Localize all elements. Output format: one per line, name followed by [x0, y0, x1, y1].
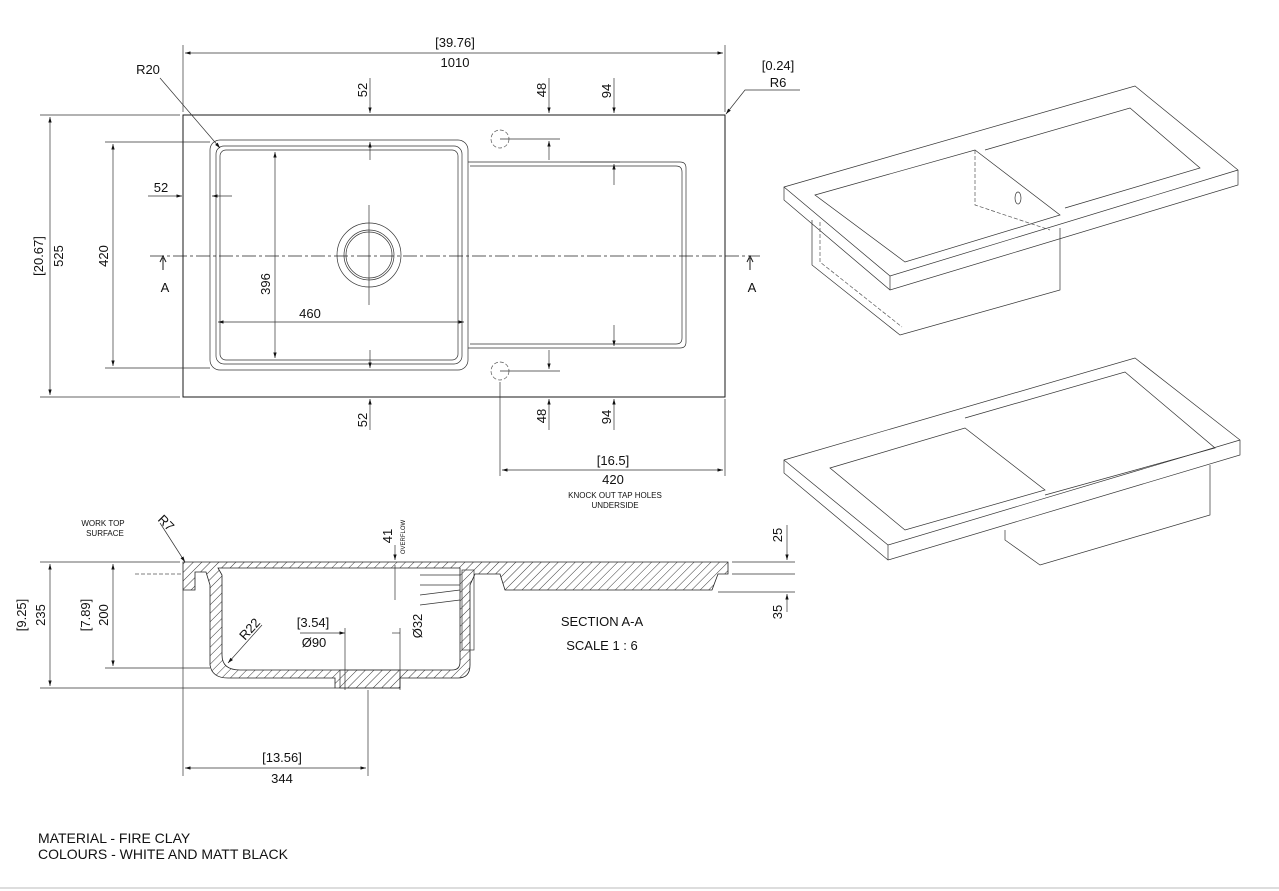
bowl-width: 420 — [96, 245, 111, 267]
overall-length: 1010 — [441, 55, 470, 70]
section-title: SECTION A-A — [561, 614, 644, 629]
edge-radius: R7 — [155, 512, 177, 534]
bowl-depth-in: [7.89] — [78, 599, 93, 632]
depth-total-in: [9.25] — [14, 599, 29, 632]
overflow-depth: 41 — [380, 529, 395, 543]
overflow-label: OVERFLOW — [401, 519, 407, 554]
overall-width: 525 — [51, 245, 66, 267]
corner-outer: R6 — [770, 75, 787, 90]
section-mark-right: A — [748, 280, 757, 295]
overflow-dia: Ø32 — [410, 614, 425, 639]
plan-view — [40, 45, 800, 476]
waste-dia: Ø90 — [302, 635, 327, 650]
centre-distance: 344 — [271, 771, 293, 786]
corner-outer-in: [0.24] — [762, 58, 795, 73]
section-scale: SCALE 1 : 6 — [566, 638, 638, 653]
bowl-radius: R20 — [136, 62, 160, 77]
tap-hole-offset-top: 48 — [534, 83, 549, 97]
tap-hole-offset-bottom: 48 — [534, 409, 549, 423]
tap-note-line1: KNOCK OUT TAP HOLES — [568, 491, 662, 500]
bowl-length: 460 — [299, 306, 321, 321]
worktop-label-line2: SURFACE — [86, 529, 124, 538]
worktop-label-line1: WORK TOP — [81, 519, 124, 528]
bowl-outline — [209, 139, 469, 371]
colours-note: COLOURS - WHITE AND MATT BLACK — [38, 846, 289, 862]
section-view — [40, 522, 795, 776]
drainer-offset-top: 94 — [599, 84, 614, 98]
depth-total: 235 — [33, 604, 48, 626]
inner-radius: R22 — [236, 615, 263, 643]
drainer-outline — [468, 161, 687, 349]
tap-span: 420 — [602, 472, 624, 487]
section-mark-left: A — [161, 280, 170, 295]
margin-bottom: 52 — [355, 413, 370, 427]
bowl-depth: 200 — [96, 604, 111, 626]
isometric-top-view — [783, 85, 1239, 336]
tap-span-in: [16.5] — [597, 453, 630, 468]
drainer-offset-bottom: 94 — [599, 410, 614, 424]
rim-thickness: 25 — [770, 528, 785, 542]
overall-width-in: [20.67] — [31, 236, 46, 276]
centre-distance-in: [13.56] — [262, 750, 302, 765]
waste-in: [3.54] — [297, 615, 330, 630]
drainer-depth: 35 — [770, 605, 785, 619]
isometric-bottom-view — [783, 357, 1241, 566]
bowl-inner-width: 396 — [258, 273, 273, 295]
margin-top: 52 — [355, 83, 370, 97]
overall-length-in: [39.76] — [435, 35, 475, 50]
margin-side: 52 — [154, 180, 168, 195]
tap-note-line2: UNDERSIDE — [591, 501, 638, 510]
material-note: MATERIAL - FIRE CLAY — [38, 830, 191, 846]
